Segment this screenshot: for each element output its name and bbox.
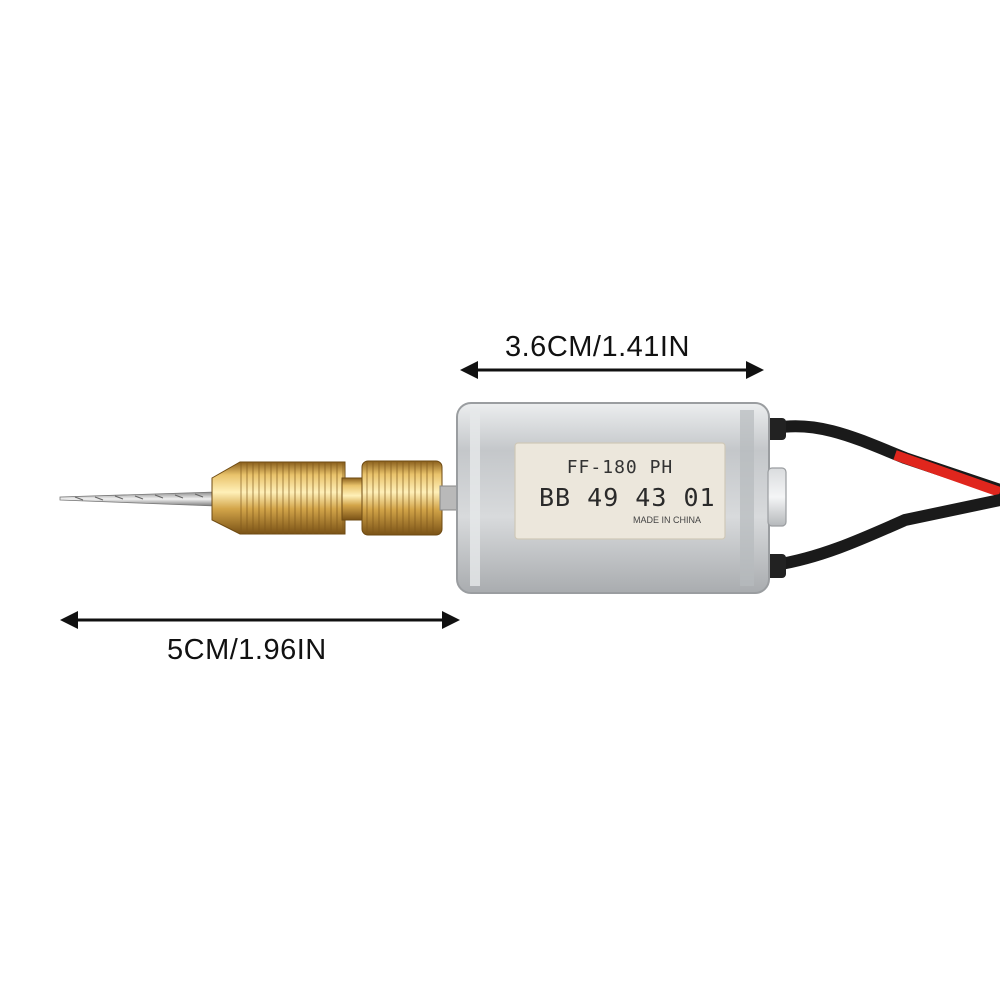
total-length-arrow <box>60 611 460 629</box>
motor-model: FF-180 PH <box>566 457 674 478</box>
motor-code: BB 49 43 01 <box>539 483 716 512</box>
motor-length-label: 3.6CM/1.41IN <box>505 331 690 363</box>
total-length-label: 5CM/1.96IN <box>167 634 327 666</box>
motor-body <box>456 402 787 594</box>
brass-chuck <box>211 460 461 536</box>
motor-length-arrow <box>460 361 764 379</box>
drill-bit <box>59 491 216 507</box>
motor-origin: MADE IN CHINA <box>633 515 702 525</box>
motor-label: FF-180 PH BB 49 43 01 MADE IN CHINA <box>515 443 725 539</box>
wires <box>764 418 1000 578</box>
